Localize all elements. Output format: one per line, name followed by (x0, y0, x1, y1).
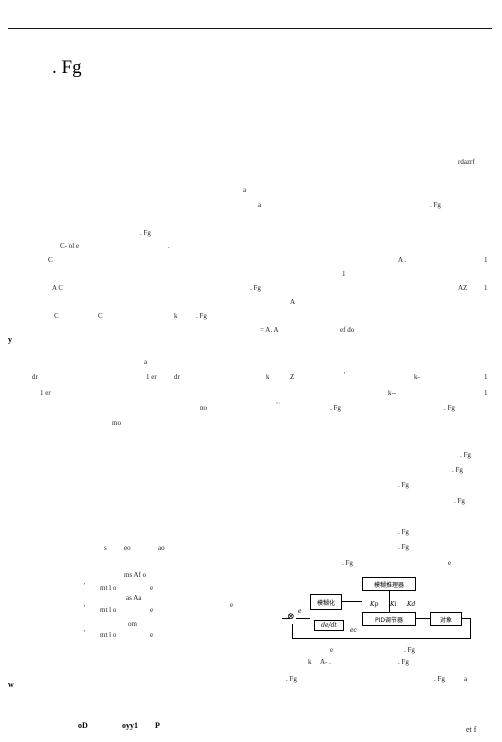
text-fragment: ef do (340, 326, 355, 334)
text-fragment: k (308, 658, 312, 666)
kp-label: Kp (370, 601, 379, 608)
text-fragment: . Fg (140, 229, 151, 237)
text-fragment: C (48, 256, 53, 264)
text-fragment: dr (174, 373, 180, 381)
text-fragment: . Fg (286, 675, 297, 683)
text-fragment: . Fg (404, 646, 415, 654)
text-fragment: P (155, 721, 160, 730)
text-fragment: . Fg (398, 658, 409, 666)
text-fragment: 1 (342, 270, 346, 278)
text-fragment: 1 (484, 373, 488, 381)
text-fragment: . Fg (250, 284, 261, 292)
text-fragment: as Aa (126, 594, 142, 602)
text-fragment: 1 er (146, 373, 157, 381)
text-fragment: 1 er (40, 389, 51, 397)
text-fragment: e (150, 631, 154, 639)
text-fragment: 1 (484, 256, 488, 264)
text-fragment: C (54, 312, 59, 320)
text-fragment: k- (414, 373, 420, 381)
text-fragment: k (174, 312, 178, 320)
text-fragment: " ' (276, 403, 281, 408)
text-fragment: w (8, 680, 14, 689)
kd-label: Kd (407, 601, 416, 608)
text-fragment: A C (52, 284, 64, 292)
text-fragment: . Fg (398, 543, 409, 551)
text-fragment: mt l o (100, 606, 117, 614)
text-fragment: k (266, 373, 270, 381)
text-fragment: no (200, 404, 207, 412)
text-fragment: a (258, 201, 262, 209)
text-fragment: rdazrf (458, 158, 475, 166)
text-fragment: 1 (484, 284, 488, 292)
text-fragment: e (330, 646, 334, 654)
text-fragment: e (150, 606, 154, 614)
sum-junction-icon: ⊗ (287, 612, 295, 622)
text-fragment: . Fg (460, 451, 471, 459)
text-fragment: ' (344, 371, 346, 379)
header-rule (8, 28, 492, 29)
section-heading: . Fg (52, 57, 82, 78)
text-fragment: A . (398, 256, 407, 264)
text-fragment: a (464, 675, 468, 683)
text-fragment: e (230, 601, 234, 609)
text-fragment: . Fg (398, 528, 409, 536)
e-label: e (298, 608, 302, 615)
text-fragment: = A. A (260, 326, 279, 334)
text-fragment: mt l o (100, 631, 117, 639)
fuzzy-pid-diagram: ⊗ 模糊化 模糊推理器 PID调节器 对象 de/dt Kp Ki Kd ec … (282, 570, 472, 645)
text-fragment: dr (32, 373, 38, 381)
text-fragment: ms Af o (124, 571, 147, 579)
pid-controller-box: PID调节器 (362, 612, 416, 626)
text-fragment: . Fg (434, 675, 445, 683)
text-fragment: A- . (320, 658, 331, 666)
text-fragment: . Fg (398, 481, 409, 489)
text-fragment: y (8, 335, 12, 344)
text-fragment: . (168, 242, 170, 250)
text-fragment: . Fg (196, 312, 207, 320)
text-fragment: . Fg (330, 404, 341, 412)
ec-label: ec (350, 627, 357, 634)
text-fragment: mo (112, 419, 121, 427)
text-fragment: a (243, 186, 247, 194)
fuzzifier-box: 模糊化 (310, 594, 342, 610)
text-fragment: ao (158, 544, 165, 552)
fuzzy-reasoner-box: 模糊推理器 (362, 577, 416, 591)
text-fragment: . Fg (342, 559, 353, 567)
text-fragment: om (128, 620, 137, 628)
text-fragment: . Fg (430, 201, 441, 209)
text-fragment: C- ol e (60, 242, 80, 250)
text-fragment: ' (84, 629, 86, 637)
text-fragment: e (150, 584, 154, 592)
text-fragment: oD (78, 721, 88, 730)
text-fragment: AZ (458, 284, 468, 292)
text-fragment: a (144, 358, 148, 366)
plant-box: 对象 (430, 612, 462, 626)
text-fragment: . Fg (452, 466, 463, 474)
text-fragment: 1 (484, 389, 488, 397)
derivative-box: de/dt (314, 620, 344, 631)
text-fragment: et f (466, 725, 477, 734)
text-fragment: k-- (388, 389, 397, 397)
text-fragment: eo (124, 544, 131, 552)
text-fragment: mt l o (100, 584, 117, 592)
text-fragment: e (448, 559, 452, 567)
text-fragment: ' (84, 582, 86, 590)
text-fragment: ' (84, 604, 86, 612)
text-fragment: s (104, 544, 107, 552)
text-fragment: C (98, 312, 103, 320)
ki-label: Ki (390, 601, 397, 608)
text-fragment: . Fg (454, 497, 465, 505)
text-fragment: oyy1 (122, 721, 138, 730)
text-fragment: A (290, 298, 296, 306)
text-fragment: Z (290, 373, 295, 381)
text-fragment: . Fg (444, 404, 455, 412)
